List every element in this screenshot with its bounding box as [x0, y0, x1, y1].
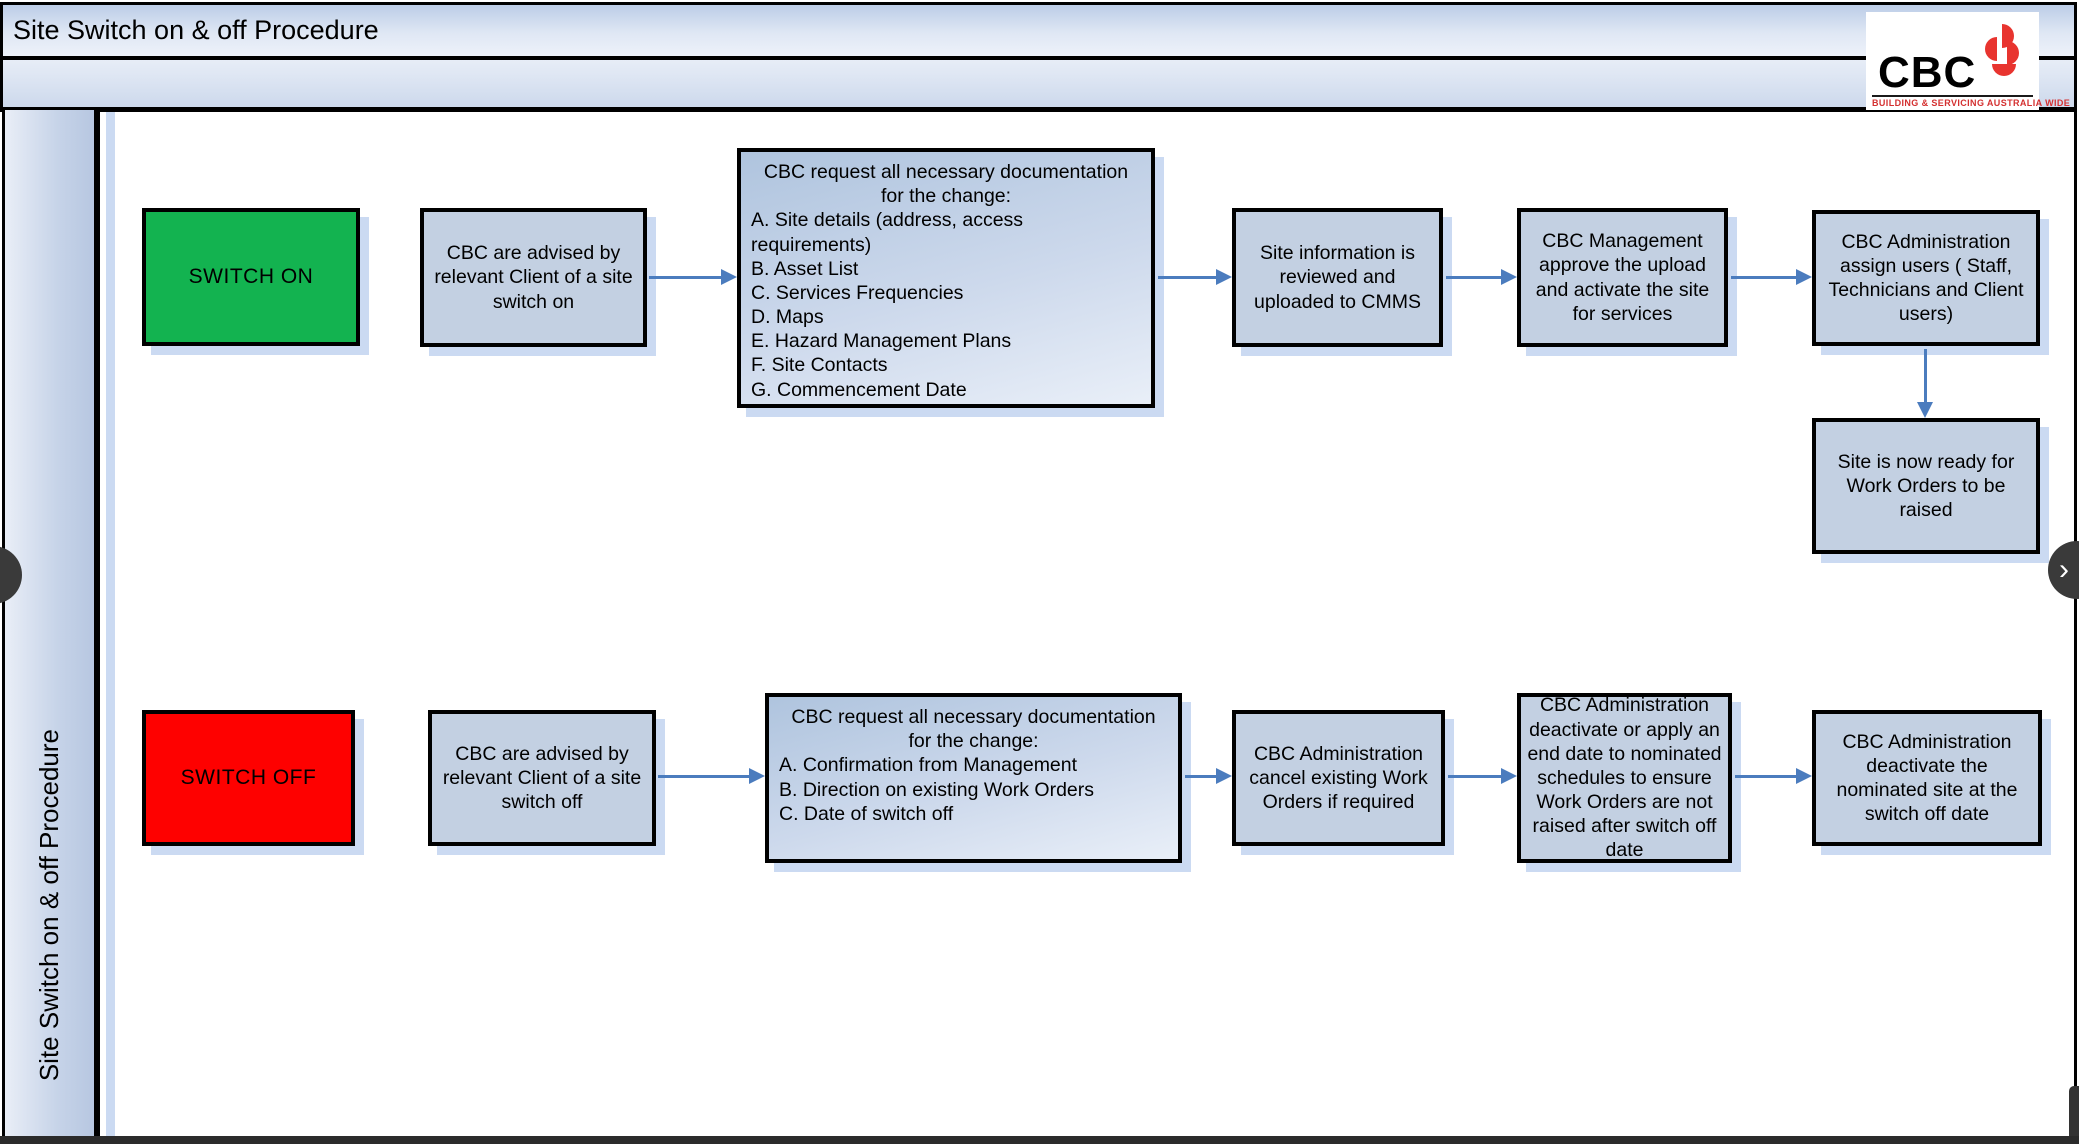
sidebar: Site Switch on & off Procedure: [2, 110, 100, 1136]
logo-tagline: BUILDING & SERVICING AUSTRALIA WIDE: [1872, 95, 2070, 110]
switch-on-ready-node: Site is now ready for Work Orders to be …: [1812, 418, 2040, 554]
prev-page-button[interactable]: [0, 546, 22, 604]
sidebar-title: Site Switch on & off Procedure: [34, 728, 64, 1081]
title-bar: Site Switch on & off Procedure: [0, 2, 2077, 60]
arrow-approve-to-assign-on: [1731, 269, 1812, 285]
switch-on-advise-node: CBC are advised by relevant Client of a …: [420, 208, 647, 347]
request-items: A. Site details (address, access require…: [751, 208, 1141, 401]
header-band: [0, 60, 2077, 112]
request-title: CBC request all necessary documentation …: [763, 161, 1129, 208]
chevron-right-icon: ›: [2059, 553, 2069, 586]
switch-on-advise-text: CBC are advised by relevant Client of a …: [434, 242, 633, 313]
switch-off-cancel-node: CBC Administration cancel existing Work …: [1232, 710, 1445, 846]
arrow-request-to-review-on: [1158, 269, 1232, 285]
request-item: A. Confirmation from Management: [779, 754, 1078, 777]
request-item: C. Date of switch off: [779, 802, 954, 825]
logo-wordmark: CBC: [1878, 48, 1977, 97]
switch-off-deactivate-site-text: CBC Administration deactivate the nomina…: [1836, 730, 2018, 826]
switch-on-approve-text: CBC Management approve the upload and ac…: [1535, 230, 1710, 325]
switch-on-assign-text: CBC Administration assign users ( Staff,…: [1828, 230, 2024, 326]
arrow-advise-to-request-off: [658, 768, 765, 784]
switch-on-review-text: Site information is reviewed and uploade…: [1254, 242, 1421, 313]
cbc-flower-icon: [1985, 24, 2023, 78]
request-item: D. Maps: [751, 306, 824, 329]
switch-on-approve-node: CBC Management approve the upload and ac…: [1517, 208, 1728, 347]
switch-on-start-node: SWITCH ON: [142, 208, 360, 346]
bottom-scrollbar[interactable]: [0, 1136, 2079, 1144]
next-page-button[interactable]: ›: [2048, 541, 2079, 599]
switch-off-advise-node: CBC are advised by relevant Client of a …: [428, 710, 656, 846]
arrow-advise-to-request-on: [649, 269, 737, 285]
switch-off-label: SWITCH OFF: [180, 765, 317, 789]
switch-off-deactivate-site-node: CBC Administration deactivate the nomina…: [1812, 710, 2042, 846]
request-items: A. Confirmation from Management B. Direc…: [779, 753, 1168, 826]
switch-off-advise-text: CBC are advised by relevant Client of a …: [442, 742, 642, 814]
arrow-assign-to-ready-on: [1917, 349, 1933, 418]
switch-on-review-node: Site information is reviewed and uploade…: [1232, 208, 1443, 347]
request-item: B. Asset List: [751, 257, 859, 280]
switch-off-request-node: CBC request all necessary documentation …: [765, 693, 1182, 863]
switch-off-deactivate-schedules-text: CBC Administration deactivate or apply a…: [1527, 694, 1722, 862]
switch-on-ready-text: Site is now ready for Work Orders to be …: [1837, 450, 2015, 522]
page-title: Site Switch on & off Procedure: [13, 15, 379, 45]
sidebar-shadow: [106, 112, 115, 1136]
switch-on-label: SWITCH ON: [188, 264, 314, 288]
request-title: CBC request all necessary documentation …: [791, 706, 1156, 753]
arrow-deactivate-to-site-off: [1735, 768, 1812, 784]
request-item: F. Site Contacts: [751, 354, 888, 377]
switch-off-deactivate-schedules-node: CBC Administration deactivate or apply a…: [1517, 693, 1732, 863]
request-item: B. Direction on existing Work Orders: [779, 778, 1094, 801]
switch-off-start-node: SWITCH OFF: [142, 710, 355, 846]
vertical-scrollbar-thumb[interactable]: [2069, 1086, 2079, 1136]
arrow-cancel-to-deactivate-off: [1448, 768, 1517, 784]
arrow-review-to-approve-on: [1446, 269, 1517, 285]
cbc-logo: CBC BUILDING & SERVICING AUSTRALIA WIDE: [1866, 12, 2070, 110]
request-item: E. Hazard Management Plans: [751, 330, 1012, 353]
right-frame-border: [2074, 110, 2077, 1136]
switch-on-assign-node: CBC Administration assign users ( Staff,…: [1812, 210, 2040, 346]
switch-on-request-node: CBC request all necessary documentation …: [737, 148, 1155, 408]
logo-row: CBC: [1872, 16, 2033, 95]
request-item: C. Services Frequencies: [751, 281, 964, 304]
arrow-request-to-cancel-off: [1185, 768, 1232, 784]
request-item: A. Site details (address, access require…: [751, 209, 1024, 256]
request-item: G. Commencement Date: [751, 378, 967, 401]
switch-off-cancel-text: CBC Administration cancel existing Work …: [1249, 742, 1428, 814]
